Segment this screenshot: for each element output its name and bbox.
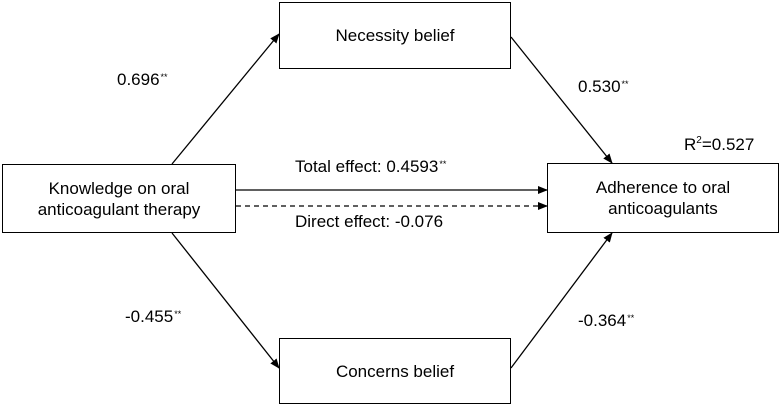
arrow-concerns-to-adherence xyxy=(510,232,613,369)
r-squared-label: R2=0.527 xyxy=(684,135,755,154)
concerns-belief-box: Concerns belief xyxy=(279,338,511,404)
significance-marker: ** xyxy=(174,309,182,319)
necessity-belief-label: Necessity belief xyxy=(335,26,455,45)
coef-knowledge-concerns: -0.455** xyxy=(125,307,182,326)
knowledge-label-line2: anticoagulant therapy xyxy=(37,199,201,219)
significance-marker: ** xyxy=(627,313,635,323)
concerns-belief-label: Concerns belief xyxy=(335,361,455,381)
significance-marker: ** xyxy=(439,159,447,169)
necessity-belief-box: Necessity belief xyxy=(279,2,511,69)
knowledge-label-line1: Knowledge on oral xyxy=(48,178,190,198)
arrow-knowledge-to-necessity xyxy=(171,33,280,165)
coef-knowledge-necessity: 0.696** xyxy=(117,70,168,89)
significance-marker: ** xyxy=(621,79,629,89)
adherence-label-line2: anticoagulants xyxy=(608,199,718,218)
total-effect-label: Total effect: 0.4593** xyxy=(295,157,447,176)
coef-concerns-adherence: -0.364** xyxy=(578,311,635,330)
significance-marker: ** xyxy=(160,72,168,82)
adherence-label-line1: Adherence to oral xyxy=(595,178,731,197)
coef-necessity-adherence: 0.530** xyxy=(578,77,629,96)
knowledge-box: Knowledge on oral anticoagulant therapy xyxy=(2,164,236,233)
direct-effect-label: Direct effect: -0.076 xyxy=(295,212,444,231)
arrow-knowledge-to-concerns xyxy=(171,232,280,369)
adherence-box: Adherence to oral anticoagulants xyxy=(547,163,779,233)
arrow-necessity-to-adherence xyxy=(510,36,613,164)
